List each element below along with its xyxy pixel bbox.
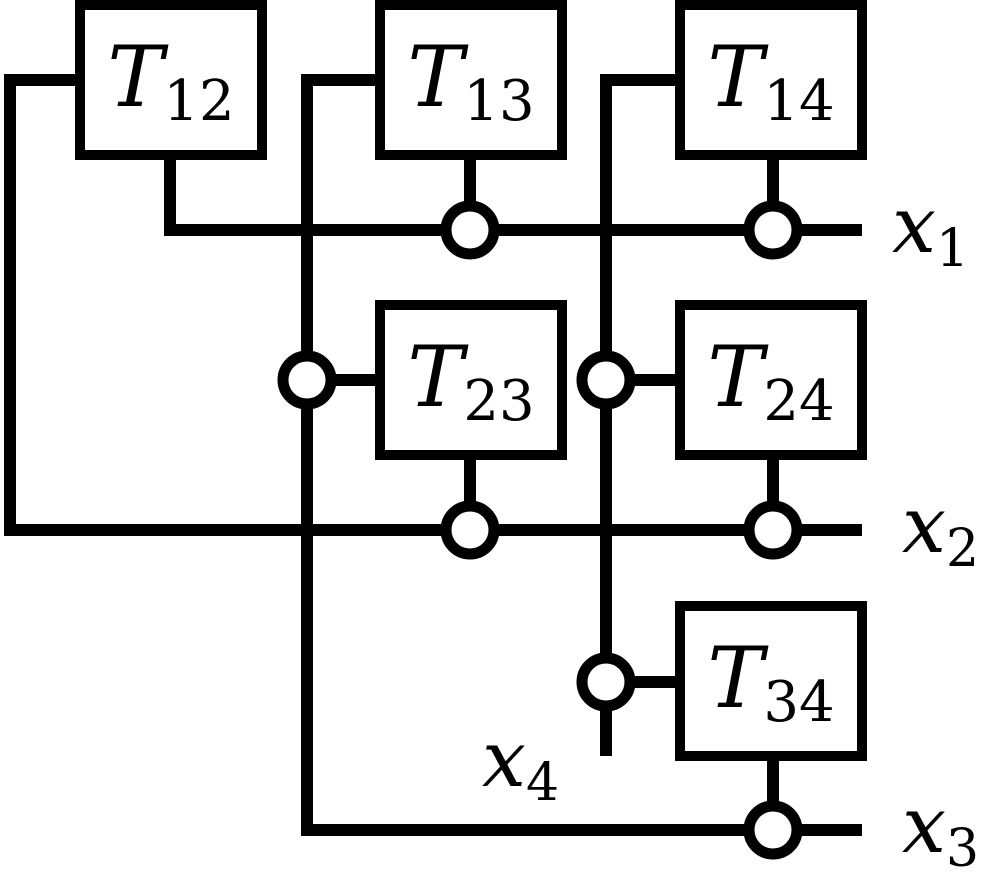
node-t34-x3 xyxy=(743,800,803,860)
variable-x2-label: x2 xyxy=(902,481,979,579)
gate-box xyxy=(675,300,867,460)
node-t13-x1 xyxy=(440,200,500,260)
gate-box xyxy=(375,0,567,160)
gate-t13: T13 xyxy=(375,0,567,160)
gate-box xyxy=(75,0,267,160)
wire-x3 xyxy=(301,74,862,836)
node-t34-x4 xyxy=(576,652,636,712)
gate-box xyxy=(375,300,567,460)
gate-label: T24 xyxy=(707,328,834,434)
node-t24-x2 xyxy=(743,500,803,560)
variable-x3-label: x3 xyxy=(902,781,979,876)
gate-label: T12 xyxy=(107,28,234,134)
variable-x4-label: x4 xyxy=(482,715,559,813)
gate-t23: T23 xyxy=(375,300,567,460)
gate-t24: T24 xyxy=(675,300,867,460)
wire-x1 xyxy=(164,158,862,236)
variable-x1-label: x1 xyxy=(892,181,969,279)
gate-t14: T14 xyxy=(675,0,867,160)
gate-label: T23 xyxy=(407,328,534,434)
gate-t34: T34 xyxy=(675,601,867,761)
node-t23-x2 xyxy=(440,500,500,560)
gate-label: T34 xyxy=(707,629,834,735)
gate-box xyxy=(675,601,867,761)
connection-nodes xyxy=(277,200,803,860)
gate-label: T13 xyxy=(407,28,534,134)
gate-t12: T12 xyxy=(75,0,267,160)
gate-box xyxy=(675,0,867,160)
wire-x2 xyxy=(4,74,862,536)
node-t24-x4 xyxy=(576,350,636,410)
node-t14-x1 xyxy=(743,200,803,260)
wire-x4 xyxy=(600,74,680,756)
node-t23-x3 xyxy=(277,350,337,410)
gate-label: T14 xyxy=(707,28,834,134)
